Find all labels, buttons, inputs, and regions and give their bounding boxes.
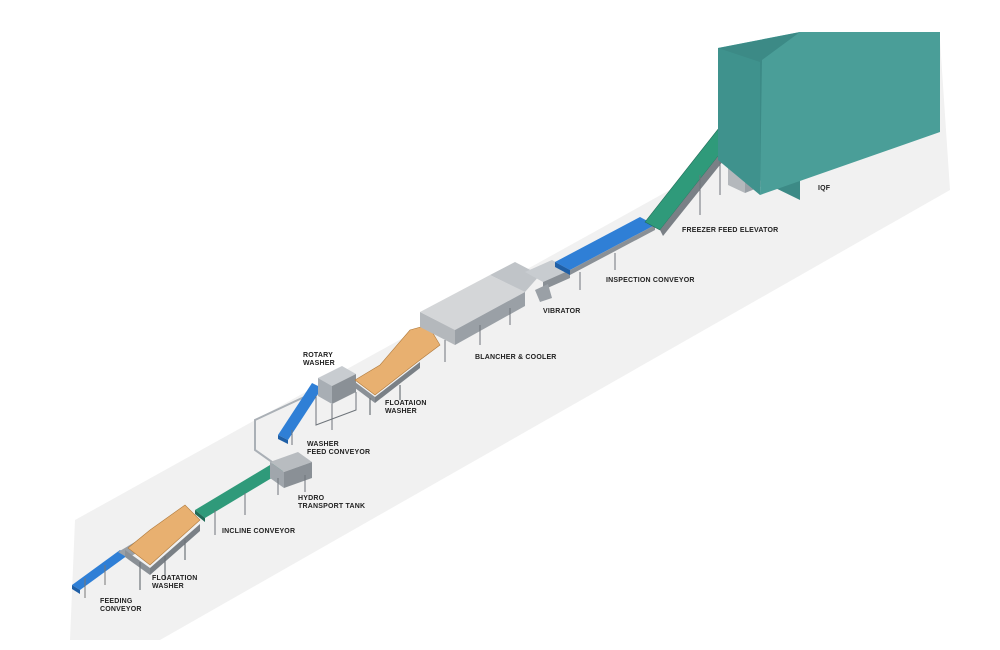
- label-inspection-conveyor: INSPECTION CONVEYOR: [606, 277, 695, 284]
- washer-feed-conveyor: [278, 383, 322, 445]
- label-floatation-washer-2: FLOATAION WASHER: [385, 400, 427, 415]
- label-floatation-washer-1: FLOATATION WASHER: [152, 575, 198, 590]
- label-freezer-feed-elevator: FREEZER FEED ELEVATOR: [682, 227, 778, 234]
- svg-text:CONVEYOR: CONVEYOR: [100, 606, 142, 613]
- label-vibrator: VIBRATOR: [543, 308, 581, 315]
- label-feeding-conveyor: FEEDING CONVEYOR: [100, 598, 142, 613]
- feeding-conveyor: [72, 550, 128, 598]
- svg-text:FEED CONVEYOR: FEED CONVEYOR: [307, 449, 370, 456]
- label-incline-conveyor: INCLINE CONVEYOR: [222, 528, 295, 535]
- svg-text:TRANSPORT TANK: TRANSPORT TANK: [298, 503, 365, 510]
- blancher-cooler: [420, 262, 540, 362]
- label-iqf: IQF: [818, 185, 831, 192]
- svg-text:INCLINE CONVEYOR: INCLINE CONVEYOR: [222, 528, 295, 535]
- svg-text:WASHER: WASHER: [307, 441, 339, 448]
- svg-text:FLOATAION: FLOATAION: [385, 400, 427, 407]
- label-hydro-transport-tank: HYDRO TRANSPORT TANK: [298, 495, 365, 510]
- svg-text:WASHER: WASHER: [303, 360, 335, 367]
- svg-text:VIBRATOR: VIBRATOR: [543, 308, 581, 315]
- svg-text:FREEZER FEED ELEVATOR: FREEZER FEED ELEVATOR: [682, 227, 778, 234]
- iqf-freezer: [718, 32, 940, 200]
- svg-text:FLOATATION: FLOATATION: [152, 575, 198, 582]
- label-blancher-cooler: BLANCHER & COOLER: [475, 354, 557, 361]
- iqf-front-face: [760, 32, 940, 195]
- svg-text:HYDRO: HYDRO: [298, 495, 325, 502]
- rotary-washer: [315, 366, 357, 430]
- svg-text:FEEDING: FEEDING: [100, 598, 133, 605]
- floatation-washer-1: [118, 504, 201, 590]
- floatation-washer-2: [354, 324, 441, 415]
- hydro-transport-tank: [254, 391, 316, 495]
- svg-text:INSPECTION CONVEYOR: INSPECTION CONVEYOR: [606, 277, 695, 284]
- svg-text:IQF: IQF: [818, 185, 831, 192]
- label-washer-feed-conveyor: WASHER FEED CONVEYOR: [307, 441, 370, 456]
- floor-shadow: [70, 40, 950, 640]
- svg-text:ROTARY: ROTARY: [303, 352, 333, 359]
- svg-text:BLANCHER & COOLER: BLANCHER & COOLER: [475, 354, 557, 361]
- svg-text:WASHER: WASHER: [152, 583, 184, 590]
- inspection-conveyor: [555, 217, 655, 290]
- label-rotary-washer: ROTARY WASHER: [303, 352, 335, 367]
- svg-text:WASHER: WASHER: [385, 408, 417, 415]
- incline-conveyor: [195, 462, 285, 535]
